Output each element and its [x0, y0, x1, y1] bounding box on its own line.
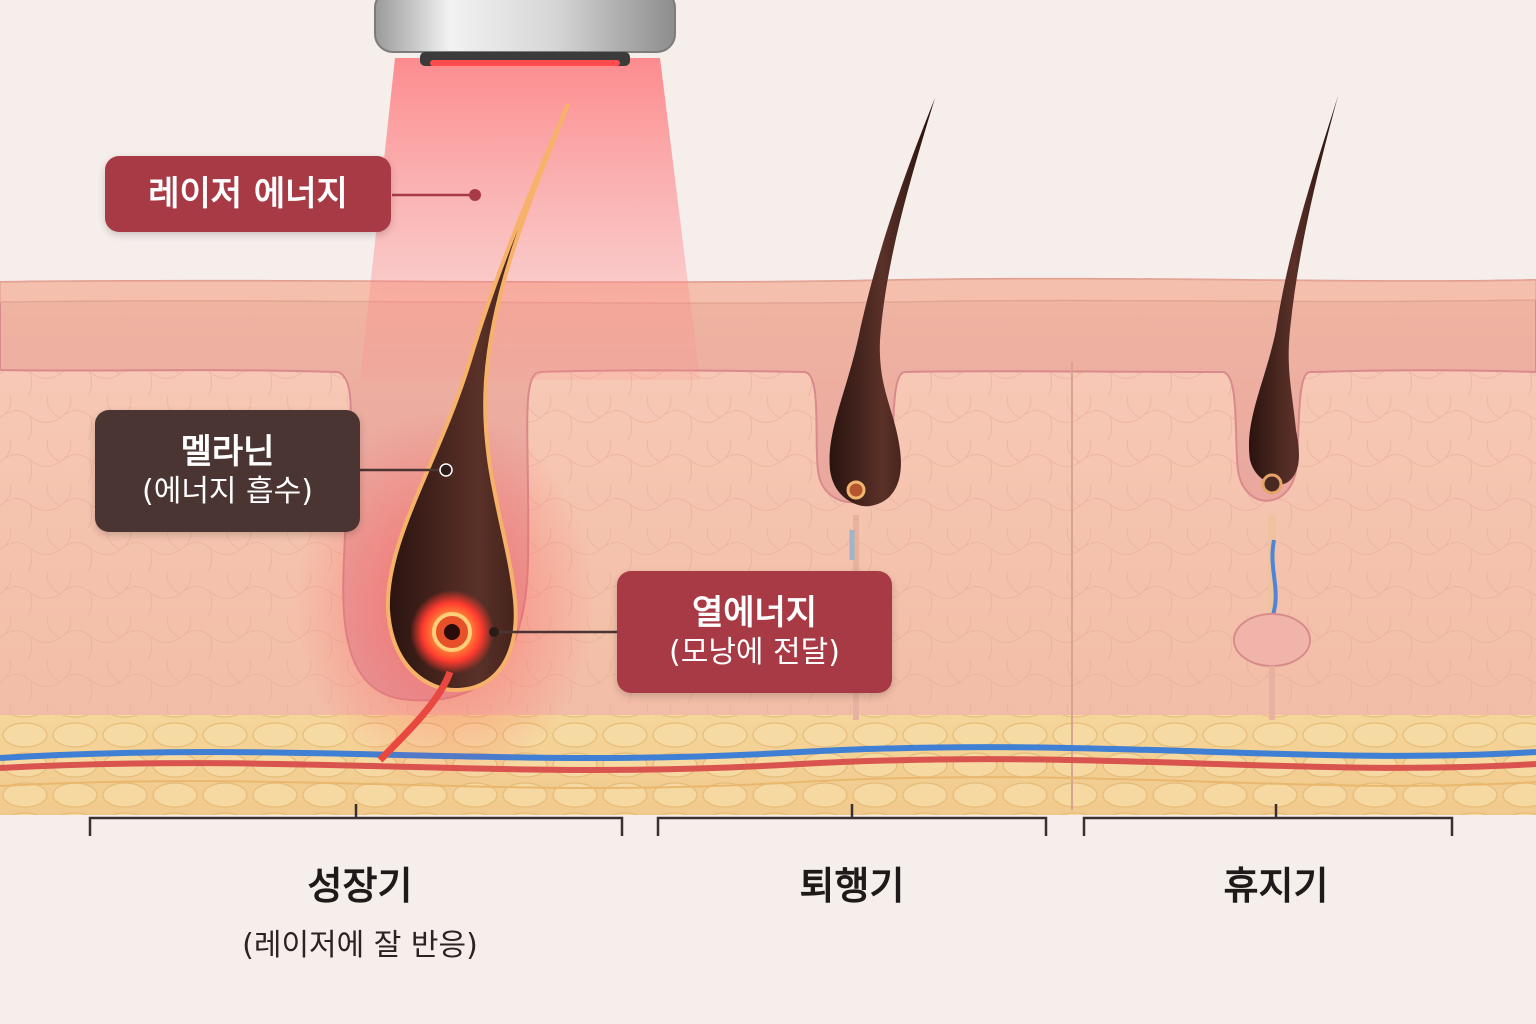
stage-telogen-name: 휴지기 — [1223, 864, 1329, 908]
melanin-callout: 멜라닌 (에너지 흡수) — [95, 410, 360, 532]
anagen-blood-supply — [377, 670, 454, 763]
laser-emitter — [430, 60, 620, 66]
laser-device — [374, 0, 676, 53]
laser-beam — [360, 58, 700, 380]
stage-catagen-name: 퇴행기 — [799, 864, 905, 908]
heat-energy-callout: 열에너지 (모낭에 전달) — [617, 571, 892, 693]
dermal-papilla-catagen — [846, 480, 866, 500]
melanin-leader-dot — [439, 463, 453, 477]
stage-anagen: 성장기 (레이저에 잘 반응) — [200, 855, 520, 964]
heat-energy-note: (모낭에 전달) — [669, 634, 840, 670]
melanin-label: 멜라닌 — [180, 431, 275, 472]
telogen-papilla — [1233, 613, 1311, 667]
heat-energy-label: 열에너지 — [691, 592, 818, 633]
telogen-bracket — [1082, 804, 1454, 836]
stage-catagen: 퇴행기 — [752, 855, 952, 910]
vein — [0, 744, 1536, 761]
telogen-vessel — [1270, 539, 1278, 619]
papilla-core — [444, 624, 460, 640]
stage-anagen-note: (레이저에 잘 반응) — [242, 928, 478, 963]
melanin-note: (에너지 흡수) — [142, 473, 313, 509]
stage-anagen-name: 성장기 — [307, 864, 413, 908]
nerve — [0, 776, 1536, 789]
club-hair-bulb — [1261, 473, 1283, 495]
laser-energy-callout: 레이저 에너지 — [105, 156, 391, 232]
artery — [0, 756, 1536, 773]
laser-leader-dot — [469, 189, 481, 201]
telogen-hair — [1248, 96, 1338, 485]
anagen-bracket — [88, 804, 624, 836]
anagen-hair — [385, 103, 570, 693]
catagen-bracket — [656, 804, 1048, 836]
heat-leader-dot — [489, 627, 499, 637]
skin-surface — [0, 278, 1536, 304]
catagen-hair — [829, 98, 935, 507]
laser-energy-label: 레이저 에너지 — [148, 173, 348, 214]
stage-telogen: 휴지기 — [1176, 855, 1376, 910]
